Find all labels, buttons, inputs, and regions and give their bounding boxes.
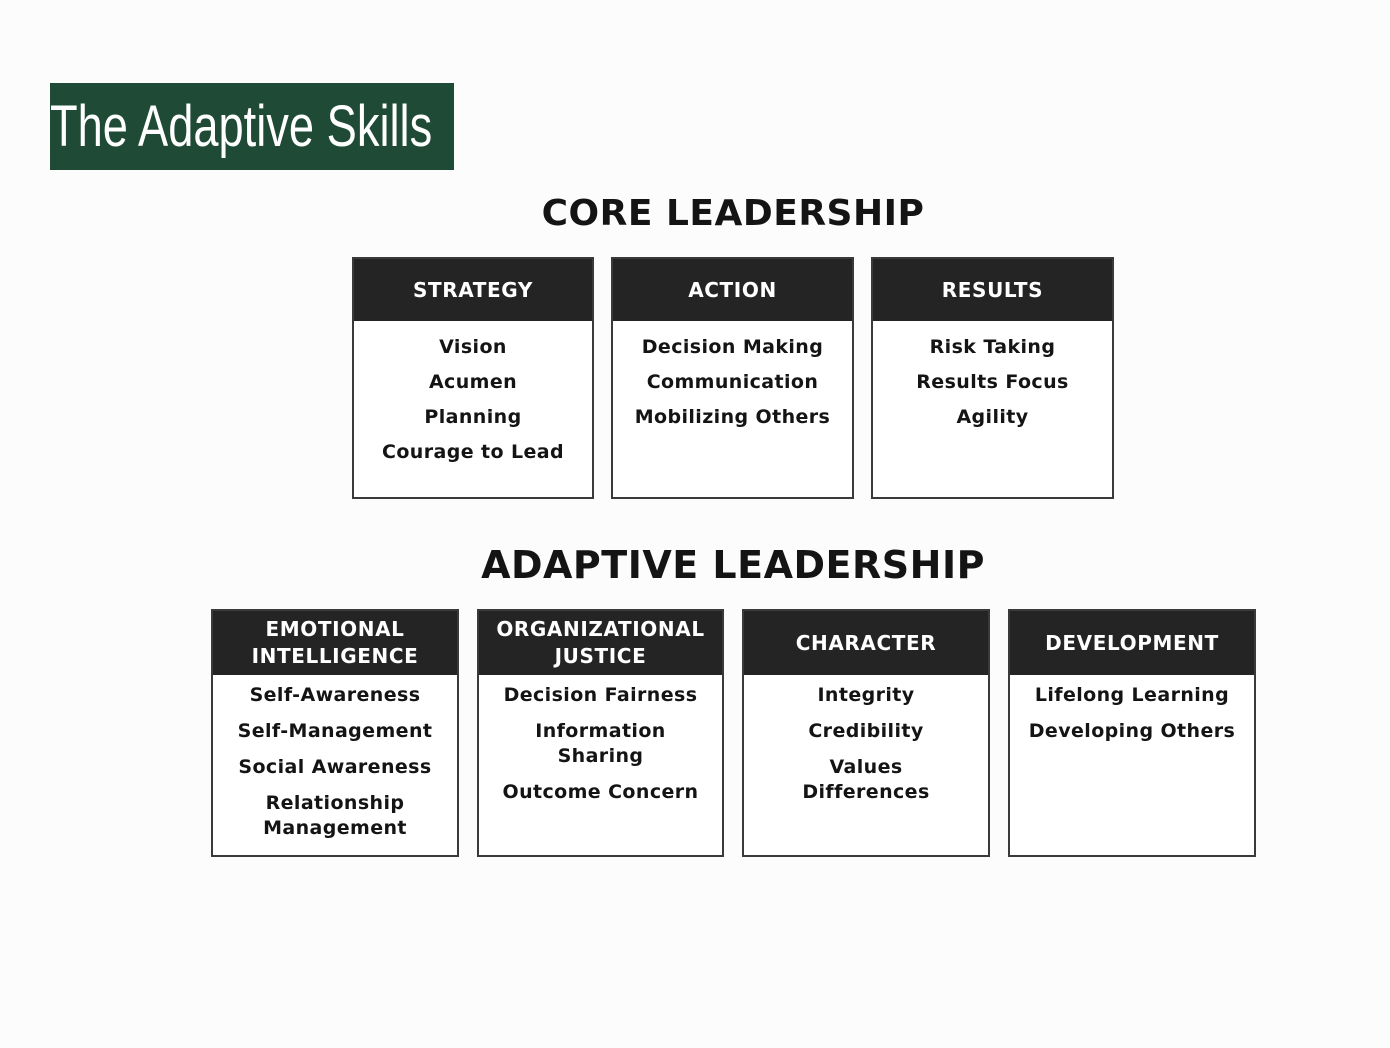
core-box-strategy: STRATEGY Vision Acumen Planning Courage … (352, 257, 594, 499)
list-item: Decision Making (641, 336, 824, 358)
adaptive-box-header: DEVELOPMENT (1010, 611, 1254, 675)
adaptive-box-organizational-justice: ORGANIZATIONAL JUSTICE Decision Fairness… (477, 609, 724, 857)
list-item: Results Focus (916, 371, 1069, 393)
adaptive-box-items: Lifelong Learning Developing Others (1010, 675, 1254, 744)
list-item: Risk Taking (929, 336, 1056, 358)
list-item: Self-Management (237, 720, 433, 742)
list-item: Integrity (817, 684, 915, 706)
list-item: Decision Fairness (503, 684, 698, 706)
list-item: Mobilizing Others (634, 406, 831, 428)
core-box-header: RESULTS (873, 259, 1112, 321)
list-item: Acumen (428, 371, 518, 393)
list-item: Relationship Management (263, 792, 407, 839)
core-box-items: Decision Making Communication Mobilizing… (613, 321, 852, 435)
list-item: Courage to Lead (382, 441, 564, 463)
adaptive-box-header: ORGANIZATIONAL JUSTICE (479, 611, 722, 675)
adaptive-box-items: Decision Fairness Information Sharing Ou… (479, 675, 722, 805)
list-item: Developing Others (1028, 720, 1236, 742)
adaptive-leadership-heading: ADAPTIVE LEADERSHIP (481, 543, 985, 587)
list-item: Outcome Concern (502, 781, 699, 803)
core-leadership-heading: CORE LEADERSHIP (541, 193, 925, 234)
list-item: Values Differences (802, 756, 930, 803)
adaptive-box-items: Self-Awareness Self-Management Social Aw… (213, 675, 457, 841)
list-item: Vision (439, 336, 507, 358)
adaptive-box-header: EMOTIONAL INTELLIGENCE (213, 611, 457, 675)
list-item: Social Awareness (238, 756, 432, 778)
core-box-header: ACTION (613, 259, 852, 321)
adaptive-box-character: CHARACTER Integrity Credibility Values D… (742, 609, 990, 857)
core-box-header: STRATEGY (354, 259, 592, 321)
list-item: Credibility (808, 720, 924, 742)
list-item: Self-Awareness (249, 684, 421, 706)
core-box-items: Vision Acumen Planning Courage to Lead (354, 321, 592, 470)
core-box-results: RESULTS Risk Taking Results Focus Agilit… (871, 257, 1114, 499)
list-item: Agility (956, 406, 1029, 428)
core-box-items: Risk Taking Results Focus Agility (873, 321, 1112, 435)
slide-title-text: The Adaptive Skills (50, 94, 433, 159)
list-item: Lifelong Learning (1034, 684, 1230, 706)
slide-title: The Adaptive Skills (50, 83, 454, 170)
list-item: Information Sharing (535, 720, 666, 767)
adaptive-box-emotional-intelligence: EMOTIONAL INTELLIGENCE Self-Awareness Se… (211, 609, 459, 857)
adaptive-box-header: CHARACTER (744, 611, 988, 675)
adaptive-box-development: DEVELOPMENT Lifelong Learning Developing… (1008, 609, 1256, 857)
list-item: Planning (424, 406, 522, 428)
adaptive-box-items: Integrity Credibility Values Differences (744, 675, 988, 805)
list-item: Communication (646, 371, 819, 393)
core-box-action: ACTION Decision Making Communication Mob… (611, 257, 854, 499)
